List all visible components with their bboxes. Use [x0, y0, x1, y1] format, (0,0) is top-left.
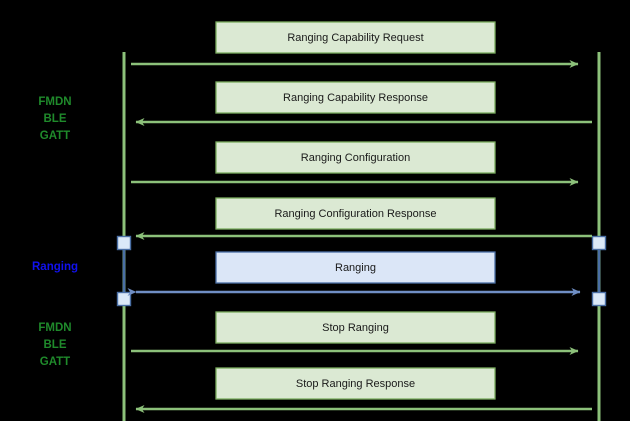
phase-label-line: FMDN	[38, 322, 71, 334]
phase-label-phase-fmdn-top: FMDN BLE GATT	[38, 96, 71, 142]
activation-box-right-end[interactable]	[591, 291, 607, 307]
message-box-msg-4[interactable]	[215, 197, 496, 230]
message-label-msg-4: Ranging Configuration Response	[274, 208, 436, 220]
message-label-msg-5: Ranging	[335, 262, 376, 274]
phase-label-line: Ranging	[32, 261, 78, 273]
phase-label-phase-ranging: Ranging	[32, 261, 78, 273]
arrows-layer	[127, 60, 592, 413]
message-box-msg-2[interactable]	[215, 81, 496, 114]
activation-box-right-start[interactable]	[591, 235, 607, 251]
message-box-msg-3[interactable]	[215, 141, 496, 174]
message-label-msg-2: Ranging Capability Response	[283, 92, 428, 104]
phase-label-line: BLE	[44, 113, 67, 125]
activations-layer	[116, 235, 607, 307]
activation-box-left-start[interactable]	[116, 235, 132, 251]
phase-label-line: BLE	[44, 339, 67, 351]
message-label-msg-3: Ranging Configuration	[301, 152, 410, 164]
message-box-msg-6[interactable]	[215, 311, 496, 344]
message-label-msg-1: Ranging Capability Request	[287, 32, 423, 44]
phase-label-phase-fmdn-bottom: FMDN BLE GATT	[38, 322, 71, 368]
activation-box-left-end[interactable]	[116, 291, 132, 307]
message-label-msg-7: Stop Ranging Response	[296, 378, 415, 390]
phase-label-line: GATT	[40, 130, 70, 142]
message-box-msg-7[interactable]	[215, 367, 496, 400]
phase-label-line: FMDN	[38, 96, 71, 108]
message-label-msg-6: Stop Ranging	[322, 322, 389, 334]
message-box-msg-5[interactable]	[215, 251, 496, 284]
message-box-msg-1[interactable]	[215, 21, 496, 54]
phase-label-line: GATT	[40, 356, 70, 368]
